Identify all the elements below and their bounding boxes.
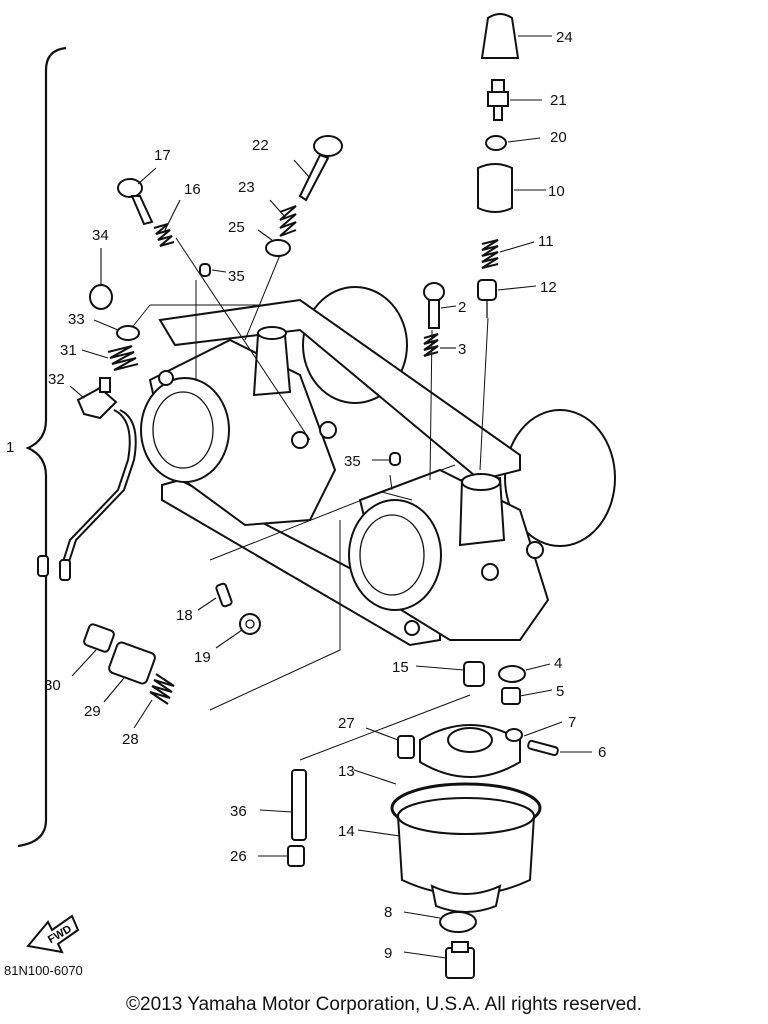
callout-14: 14 (338, 823, 355, 840)
callout-19: 19 (194, 649, 211, 666)
part-3-spring (423, 333, 439, 357)
part-18-pin (215, 582, 233, 608)
callout-34: 34 (92, 227, 109, 244)
part-9-drain-plug (445, 941, 475, 979)
callout-33: 33 (68, 311, 85, 328)
assembly-bracket (17, 46, 67, 848)
part-11-spring (481, 239, 499, 269)
callout-23: 23 (238, 179, 255, 196)
callout-9: 9 (384, 945, 392, 962)
part-24-cap (480, 13, 520, 59)
callout-12: 12 (540, 279, 557, 296)
callout-18: 18 (176, 607, 193, 624)
callout-labels: 1 2 3 4 5 6 7 8 9 10 11 12 13 14 15 16 1… (6, 29, 606, 962)
part-34-cap (89, 284, 113, 310)
callout-30: 30 (44, 677, 61, 694)
part-6-shaft (527, 739, 559, 757)
carburetor-body (140, 286, 616, 647)
part-code: 81N100-6070 (4, 963, 83, 978)
fwd-arrow: FWD (26, 914, 80, 954)
part-25-washer (265, 239, 291, 257)
part-4-washer (498, 665, 526, 683)
part-5-jet (501, 687, 521, 705)
callout-25: 25 (228, 219, 245, 236)
callout-36: 36 (230, 803, 247, 820)
callout-7: 7 (568, 714, 576, 731)
callout-1: 1 (6, 439, 14, 456)
part-22-screw (298, 135, 343, 202)
part-17-screw (117, 178, 154, 226)
callout-6: 6 (598, 744, 606, 761)
callout-17: 17 (154, 147, 171, 164)
part-32-sensor (37, 377, 137, 581)
part-8-washer (439, 911, 477, 933)
callout-10: 10 (548, 183, 565, 200)
callout-27: 27 (338, 715, 355, 732)
part-float (419, 724, 521, 778)
callout-35-lower: 35 (344, 453, 361, 470)
part-27-screw (397, 735, 415, 759)
part-15-jet (463, 661, 485, 687)
callout-16: 16 (184, 181, 201, 198)
part-12-needle (477, 279, 497, 318)
part-16-spring (153, 223, 175, 247)
callout-24: 24 (556, 29, 573, 46)
alignment-guides (129, 237, 489, 761)
callout-3: 3 (458, 341, 466, 358)
part-36-tube (291, 769, 307, 841)
part-23-spring (279, 205, 297, 237)
part-33-washer (116, 325, 140, 341)
callout-28: 28 (122, 731, 139, 748)
part-7-pin (505, 728, 523, 742)
part-20-nut (485, 135, 507, 151)
callout-31: 31 (60, 342, 77, 359)
part-30-sleeve (83, 623, 115, 653)
callout-15: 15 (392, 659, 409, 676)
callout-leaders (69, 35, 592, 959)
callout-8: 8 (384, 904, 392, 921)
callout-21: 21 (550, 92, 567, 109)
callout-11: 11 (538, 233, 554, 250)
callout-5: 5 (556, 683, 564, 700)
callout-13: 13 (338, 763, 355, 780)
part-10-nut (477, 163, 513, 213)
part-28-spring (149, 673, 175, 705)
callout-32: 32 (48, 371, 65, 388)
part-29-sleeve (108, 641, 156, 685)
callout-2: 2 (458, 299, 466, 316)
callout-4: 4 (554, 655, 562, 672)
part-31-spring (107, 345, 139, 371)
part-19-washer (239, 613, 261, 635)
part-26-screw (287, 845, 305, 867)
callout-29: 29 (84, 703, 101, 720)
part-14-float-bowl (396, 797, 536, 913)
callout-20: 20 (550, 129, 567, 146)
callout-22: 22 (252, 137, 269, 154)
part-35-plug-lower (389, 452, 401, 466)
callout-35-upper: 35 (228, 268, 245, 285)
callout-26: 26 (230, 848, 247, 865)
part-2-screw (423, 282, 445, 329)
part-35-plug-upper (199, 263, 211, 277)
copyright-notice: ©2013 Yamaha Motor Corporation, U.S.A. A… (126, 994, 642, 1015)
part-21-fitting (487, 79, 509, 121)
